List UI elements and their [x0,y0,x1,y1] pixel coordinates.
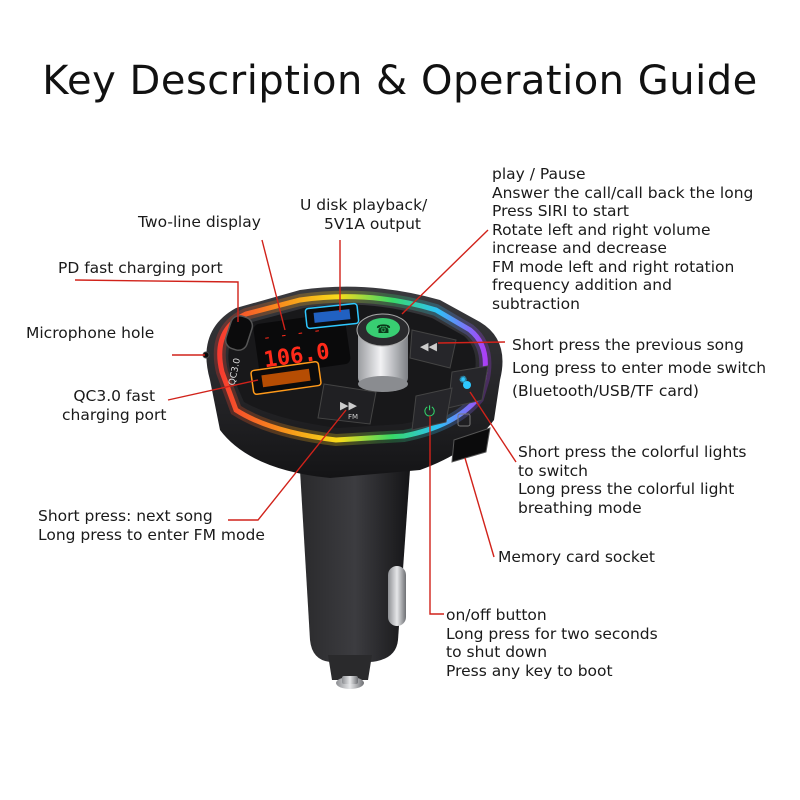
u-disk-port [304,302,360,330]
leader-pd-port [74,279,239,322]
label-play-pause-line: frequency addition and [492,276,672,294]
next-icon: ▶▶ [340,399,357,412]
two-line-display: - - - - 106.0 [253,312,351,376]
play-pause-knob: ☎ [356,313,410,392]
leader-play-pause [401,229,489,315]
label-qc-port: QC3.0 fast charging port [62,387,166,424]
label-power-line: Long press for two seconds [446,624,658,643]
label-next-song-line: Short press: next song [38,507,213,525]
label-play-pause-line: Rotate left and right volume [492,220,711,239]
label-lights-line: Long press the colorful light [518,480,735,498]
label-play-pause-line: FM mode left and right rotation [492,257,735,276]
memory-card-slot [451,413,491,463]
page-title: Key Description & Operation Guide [42,58,758,104]
label-power-line: to shut down [446,643,548,661]
next-fm-button [317,383,377,425]
leader-qc-port [167,379,259,401]
phone-icon: ☎ [376,322,391,336]
label-lights-line: breathing mode [518,498,642,517]
label-qc-port-line: QC3.0 fast [73,387,156,405]
label-memory-card: Memory card socket [498,548,655,566]
label-play-pause-line: subtraction [492,294,580,313]
label-prev-song: Short press the previous song Long press… [512,334,766,403]
label-power-line: Press any key to boot [446,661,613,680]
label-next-song: Short press: next song Long press to ent… [38,507,265,544]
label-u-disk-line: U disk playback/ [300,196,428,214]
label-two-line-display: Two-line display [138,213,261,231]
device-stem [300,470,410,689]
pd-port [224,315,254,351]
label-pd-port: PD fast charging port [58,259,223,277]
fm-label: FM [348,413,358,421]
label-power: on/off button Long press for two seconds… [446,606,658,680]
leader-memory [464,457,495,558]
label-next-song-line: Long press to enter FM mode [38,525,265,544]
label-play-pause-line: play / Pause [492,165,586,183]
label-u-disk: U disk playback/ 5V1A output [300,196,427,233]
prev-button [409,329,457,369]
label-u-disk-line: 5V1A output [324,214,421,233]
label-play-pause-line: Press SIRI to start [492,202,629,220]
label-play-pause-line: increase and decrease [492,239,667,257]
label-play-pause-line: Answer the call/call back the long [492,183,754,202]
leader-lines [74,229,517,615]
leader-two-line-display [261,239,286,331]
label-prev-song-line: (Bluetooth/USB/TF card) [512,382,699,400]
light-icon: ✺ [459,375,467,386]
label-lights-line: to switch [518,461,588,480]
label-prev-song-line: Short press the previous song [512,336,744,354]
label-qc-port-line: charging port [62,405,167,424]
leader-power [429,416,444,615]
label-lights-line: Short press the colorful lights [518,443,747,461]
power-button: ⏻ [411,387,453,431]
prev-icon: ◀◀ [420,340,437,353]
power-icon: ⏻ [424,404,435,420]
label-lights: Short press the colorful lights to switc… [518,443,746,517]
label-play-pause: play / Pause Answer the call/call back t… [492,165,753,313]
label-prev-song-line: Long press to enter mode switch [512,359,767,377]
label-power-line: on/off button [446,606,547,624]
qc-port: QC3.0 [227,357,322,395]
leader-lights [469,391,517,463]
leader-prev [437,341,506,344]
leader-next [228,409,347,521]
label-mic-hole: Microphone hole [26,324,155,342]
